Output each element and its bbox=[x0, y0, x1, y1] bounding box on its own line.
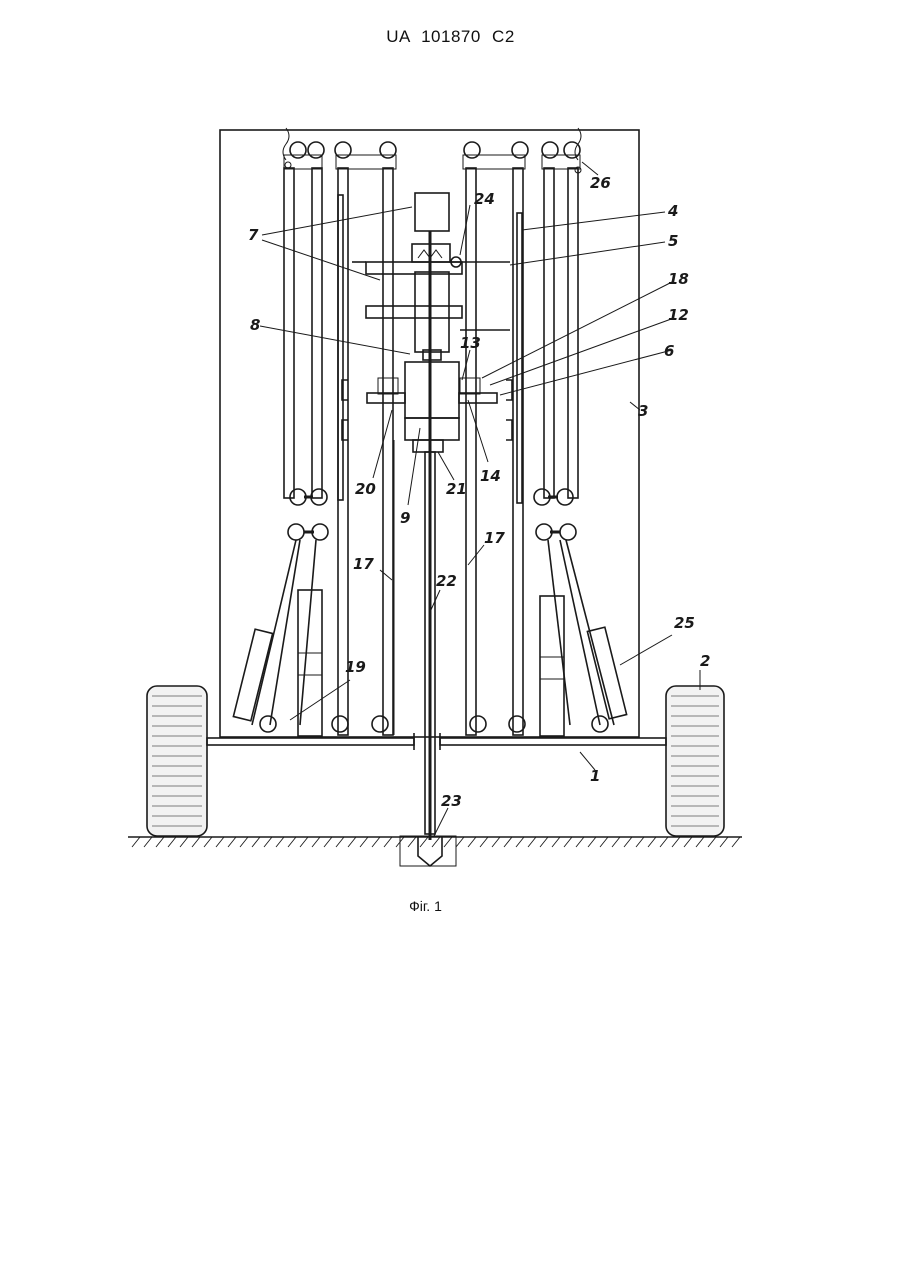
figure-caption: Фіг. 1 bbox=[0, 898, 851, 914]
top-hooks bbox=[283, 128, 581, 173]
label-25: 25 bbox=[674, 614, 695, 632]
ground-hatch bbox=[132, 837, 140, 847]
part-labels: 1 2 3 4 5 6 7 8 9 12 13 14 17 17 18 19 2… bbox=[248, 174, 710, 810]
label-17-left: 17 bbox=[353, 555, 374, 573]
ground-line bbox=[128, 837, 742, 847]
ground-hatch bbox=[576, 837, 584, 847]
label-17-right: 17 bbox=[484, 529, 505, 547]
label-2: 2 bbox=[700, 652, 710, 670]
ground-hatch bbox=[648, 837, 656, 847]
ground-hatch bbox=[516, 837, 524, 847]
label-14: 14 bbox=[480, 467, 501, 485]
ground-hatch bbox=[312, 837, 320, 847]
ground-hatch bbox=[264, 837, 272, 847]
ground-hatch bbox=[288, 837, 296, 847]
ground-hatch bbox=[276, 837, 284, 847]
ground-hatch bbox=[240, 837, 248, 847]
ground-hatch bbox=[144, 837, 152, 847]
right-wheel bbox=[666, 686, 724, 836]
ground-hatch bbox=[540, 837, 548, 847]
ground-hatch bbox=[636, 837, 644, 847]
ground-hatch bbox=[216, 837, 224, 847]
ground-hatch bbox=[156, 837, 164, 847]
ground-hatch bbox=[492, 837, 500, 847]
label-9: 9 bbox=[400, 509, 410, 527]
label-26: 26 bbox=[590, 174, 611, 192]
ground-hatch bbox=[564, 837, 572, 847]
ground-hatch bbox=[480, 837, 488, 847]
label-8: 8 bbox=[250, 316, 260, 334]
ground-hatch bbox=[552, 837, 560, 847]
label-24: 24 bbox=[474, 190, 495, 208]
ground-hatch bbox=[600, 837, 608, 847]
ground-hatch bbox=[432, 837, 440, 847]
ground-hatch bbox=[444, 837, 452, 847]
ground-hatch bbox=[228, 837, 236, 847]
ground-hatch bbox=[732, 837, 740, 847]
ground-hatch bbox=[588, 837, 596, 847]
ground-hatch bbox=[612, 837, 620, 847]
label-12: 12 bbox=[668, 306, 689, 324]
right-column bbox=[463, 142, 627, 736]
ground-hatch bbox=[204, 837, 212, 847]
ground-hatch bbox=[720, 837, 728, 847]
ground-hatch bbox=[696, 837, 704, 847]
ground-hatch bbox=[300, 837, 308, 847]
ground-hatch bbox=[348, 837, 356, 847]
ground-hatch bbox=[672, 837, 680, 847]
label-6: 6 bbox=[664, 342, 674, 360]
ground-hatch bbox=[360, 837, 368, 847]
ground-hatch bbox=[408, 837, 416, 847]
label-20: 20 bbox=[355, 480, 376, 498]
label-19: 19 bbox=[345, 658, 366, 676]
label-13: 13 bbox=[460, 334, 481, 352]
ground-hatch bbox=[252, 837, 260, 847]
ground-hatch bbox=[324, 837, 332, 847]
ground-hatch bbox=[504, 837, 512, 847]
label-7: 7 bbox=[248, 226, 259, 244]
label-1: 1 bbox=[590, 767, 600, 785]
ground-hatch bbox=[420, 837, 428, 847]
ground-hatch bbox=[468, 837, 476, 847]
label-23: 23 bbox=[441, 792, 462, 810]
ground-hatch bbox=[384, 837, 392, 847]
ground-hatch bbox=[684, 837, 692, 847]
label-4: 4 bbox=[667, 202, 678, 220]
base-beam bbox=[207, 733, 666, 750]
ground-hatch bbox=[528, 837, 536, 847]
label-5: 5 bbox=[668, 232, 678, 250]
drive-head bbox=[352, 193, 510, 840]
ground-hatch bbox=[624, 837, 632, 847]
ground-hatch bbox=[168, 837, 176, 847]
ground-hatch bbox=[660, 837, 668, 847]
label-22: 22 bbox=[436, 572, 457, 590]
label-21: 21 bbox=[446, 480, 467, 498]
label-3: 3 bbox=[638, 402, 648, 420]
left-wheel bbox=[147, 686, 207, 836]
ground-hatch bbox=[336, 837, 344, 847]
ground-hatch bbox=[456, 837, 464, 847]
ground-hatch bbox=[708, 837, 716, 847]
ground-hatch bbox=[180, 837, 188, 847]
ground-hatch bbox=[372, 837, 380, 847]
label-18: 18 bbox=[668, 270, 689, 288]
ground-hatch bbox=[192, 837, 200, 847]
